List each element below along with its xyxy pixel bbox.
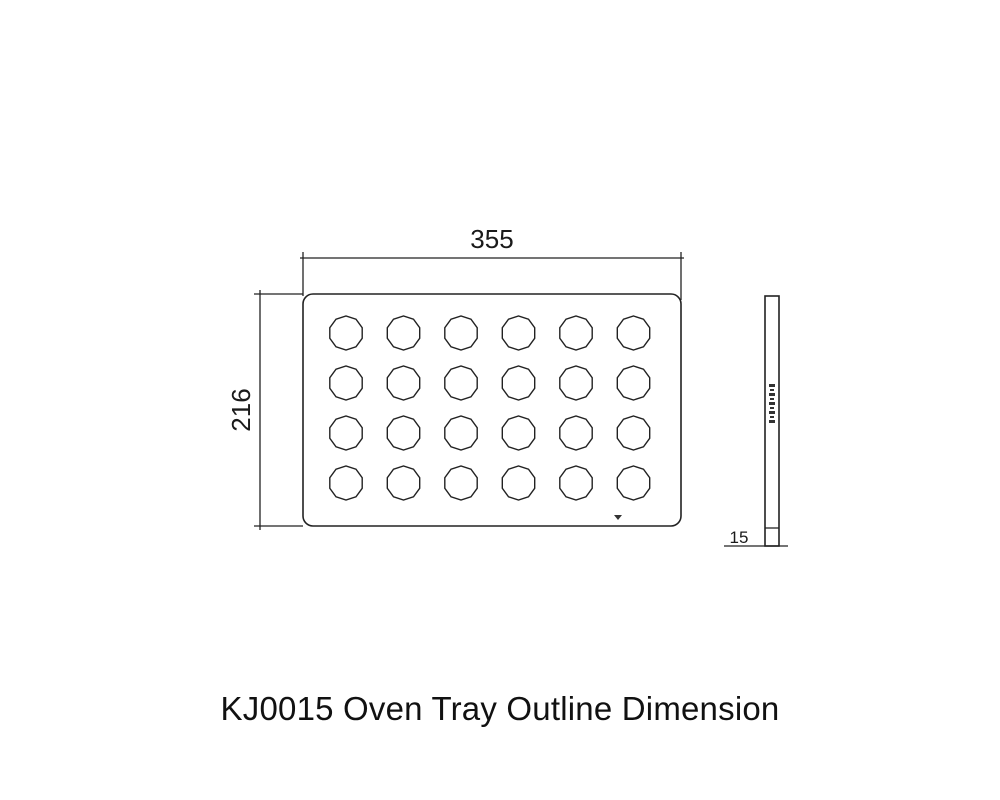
side-view — [764, 295, 780, 547]
tray-hole — [559, 415, 593, 451]
tray-hole — [616, 465, 651, 501]
tray-outline — [302, 293, 682, 527]
tray-hole — [501, 415, 536, 451]
width-dimension-label: 355 — [470, 224, 513, 254]
tray-hole — [386, 465, 421, 501]
tray-hole — [501, 365, 536, 401]
tray-hole — [329, 315, 363, 351]
height-dimension: 216 — [226, 290, 303, 530]
tray-hole — [386, 315, 421, 351]
tray-hole — [386, 415, 421, 451]
thickness-dimension: 15 — [724, 528, 788, 547]
thickness-dimension-label: 15 — [730, 528, 749, 547]
tray-hole — [386, 365, 421, 401]
tray-hole — [501, 465, 536, 501]
width-dimension: 355 — [300, 224, 684, 300]
tray-hole — [444, 365, 478, 401]
tray-hole — [329, 415, 363, 451]
small-marker — [614, 515, 622, 520]
diagram-caption: KJ0015 Oven Tray Outline Dimension — [220, 690, 780, 727]
height-dimension-label: 216 — [226, 388, 256, 431]
side-view-marking — [769, 384, 775, 423]
tray-hole — [616, 415, 651, 451]
tray-hole — [444, 415, 478, 451]
tray-hole — [559, 365, 593, 401]
tray-hole — [329, 365, 363, 401]
tray-hole — [444, 315, 478, 351]
tray-hole — [616, 365, 651, 401]
tray-hole — [329, 465, 363, 501]
tray-hole — [501, 315, 536, 351]
tray-hole — [444, 465, 478, 501]
hole-grid — [329, 315, 651, 501]
tray-hole — [559, 465, 593, 501]
tray-hole — [559, 315, 593, 351]
tray-hole — [616, 315, 651, 351]
